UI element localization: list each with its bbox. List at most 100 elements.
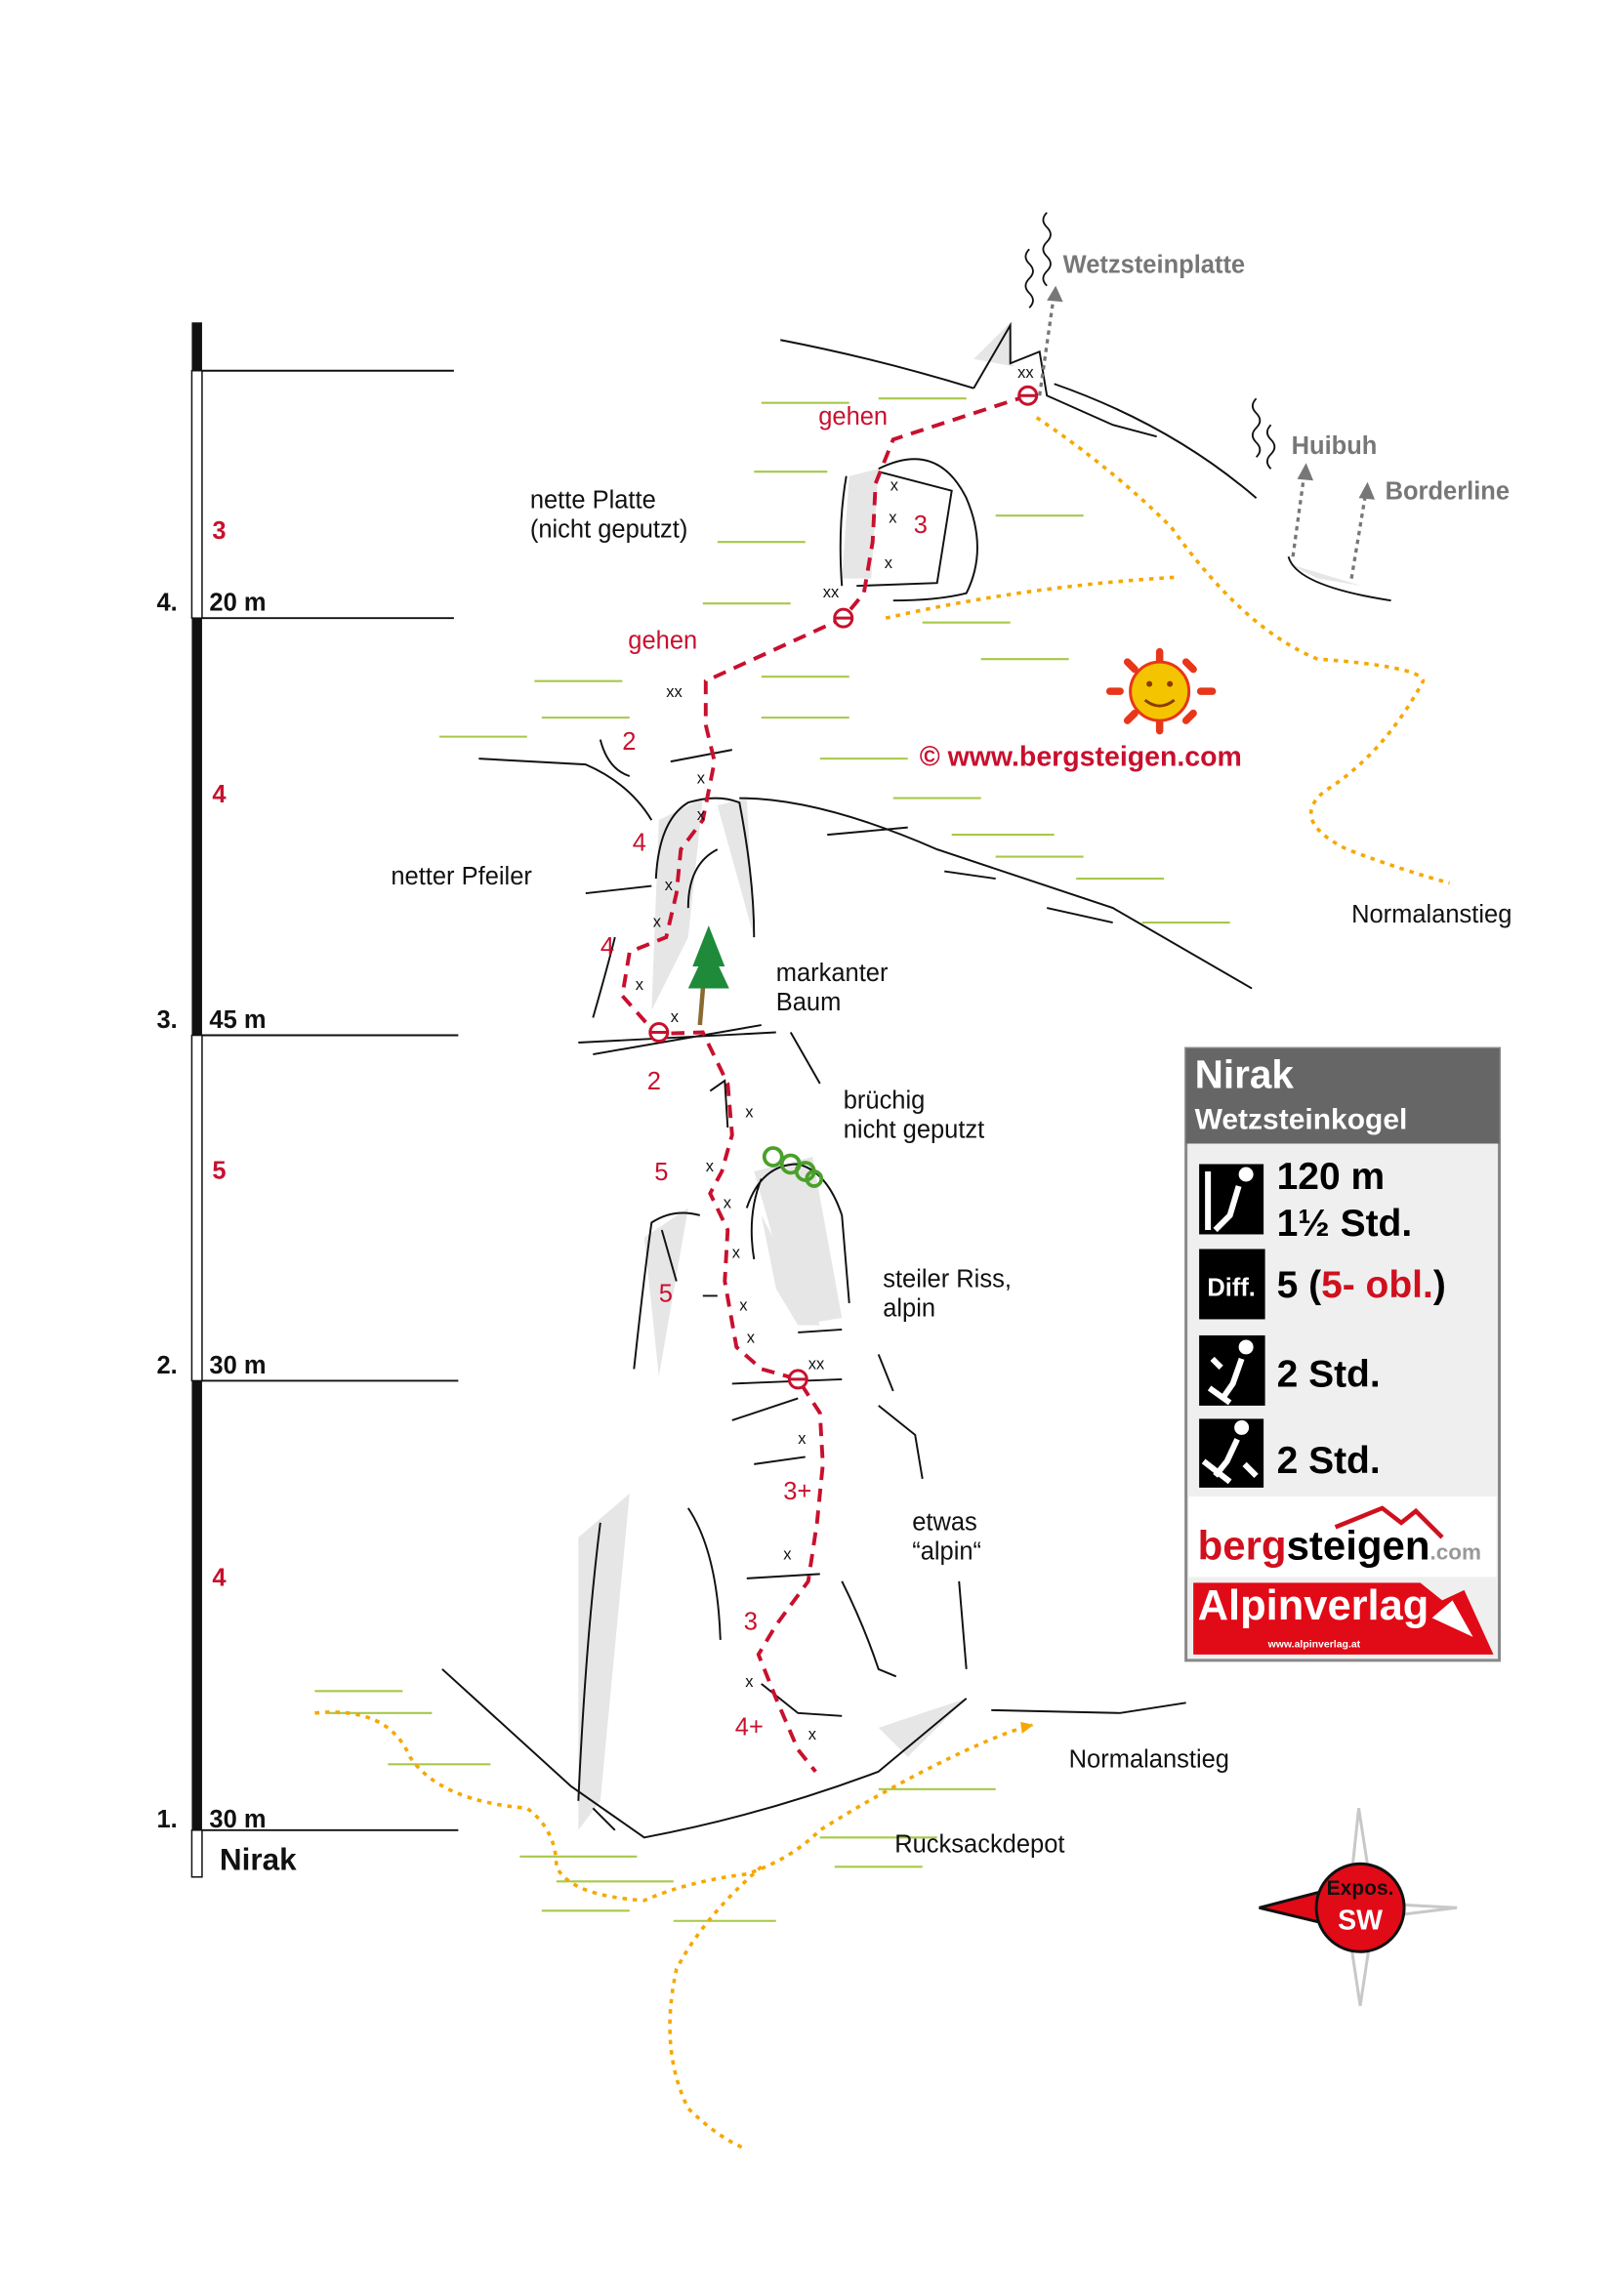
tree-icon (687, 925, 729, 1026)
approach-icon (1199, 1334, 1265, 1406)
info-descent: 2 Std. (1277, 1440, 1381, 1482)
svg-text:x: x (889, 510, 897, 527)
rock-formations (441, 321, 1391, 1839)
info-diff_main: 5 ( (1277, 1264, 1321, 1306)
svg-text:x: x (697, 770, 706, 788)
pitch-number-4: 4. (156, 590, 177, 617)
compass-direction: SW (1338, 1906, 1383, 1937)
svg-text:x: x (808, 1726, 817, 1743)
alpinverlag-logo (1193, 1582, 1494, 1655)
svg-text:x: x (745, 1673, 754, 1691)
pitch-number-1: 1. (156, 1806, 177, 1833)
pitch-length-1: 30 m (209, 1806, 266, 1833)
svg-text:x: x (671, 1008, 680, 1026)
grade-pitch-1: 4 (212, 1564, 227, 1591)
label-nette-platte: nette Platte (530, 487, 656, 514)
label-gehen-top: gehen (818, 403, 888, 430)
info-logo1_c: .com (1430, 1539, 1481, 1564)
info-diff_icon: Diff. (1207, 1274, 1256, 1301)
alpinverlag-url: www.alpinverlag.at (1267, 1639, 1361, 1650)
label-markanter: markanter (776, 960, 889, 987)
svg-text:x: x (783, 1545, 792, 1563)
label-nicht-geputzt-2: nicht geputzt (844, 1117, 985, 1144)
grade-pitch-3: 4 (212, 781, 227, 808)
grades-3: 4 (600, 933, 614, 961)
grade-pitch-4: 3 (212, 517, 226, 545)
info-logo1_b: steigen (1287, 1522, 1430, 1568)
exposure-compass: Expos. SW (1259, 1808, 1458, 2006)
bush-icon (762, 1146, 824, 1188)
svg-text:x: x (732, 1244, 741, 1261)
info-approach: 2 Std. (1277, 1353, 1381, 1395)
info-box: Nirak Wetzsteinkogel 120 m 1½ Std. Diff.… (1184, 1046, 1502, 1662)
label-rucksackdepot: Rucksackdepot (894, 1830, 1064, 1858)
compass-label: Expos. (1327, 1877, 1394, 1900)
pitch-number-2: 2. (156, 1352, 177, 1379)
label-gehen: gehen (628, 628, 697, 655)
svg-text:xx: xx (666, 683, 683, 701)
svg-text:x: x (724, 1194, 732, 1211)
alpinverlag-text: Alpinverlag (1198, 1582, 1429, 1629)
info-diff_close: ) (1433, 1264, 1446, 1306)
copyright-link[interactable]: © www.bergsteigen.com (920, 742, 1242, 773)
svg-text:xx: xx (823, 584, 840, 601)
info-logo1_a: berg (1198, 1522, 1287, 1568)
pitch-grades: 3 2 4 4 2 5 5 3+ 3 4+ (600, 512, 928, 1741)
info-length: 120 m (1277, 1156, 1386, 1198)
svg-text:x: x (885, 554, 893, 572)
label-alpin: alpin (883, 1294, 935, 1322)
neighbor-routes (1024, 212, 1376, 579)
route-name: Nirak (220, 1841, 297, 1876)
grades-1: 2 (622, 728, 636, 756)
label-netter-pfeiler: netter Pfeiler (391, 863, 532, 890)
svg-text:x: x (636, 976, 644, 994)
label-wetzsteinplatte: Wetzsteinplatte (1063, 251, 1245, 278)
sun-icon (1105, 647, 1217, 735)
label-etwas: etwas (912, 1508, 977, 1536)
label-baum: Baum (776, 989, 842, 1016)
grades-7: 3+ (783, 1478, 811, 1505)
difficulty-icon (1199, 1249, 1265, 1320)
grades-9: 4+ (735, 1713, 764, 1741)
svg-text:x: x (706, 1158, 715, 1175)
label-normalanstieg-top: Normalanstieg (1351, 901, 1511, 928)
height-scale (190, 322, 459, 1878)
svg-text:x: x (665, 877, 674, 894)
svg-text:x: x (653, 914, 662, 931)
svg-text:x: x (697, 806, 706, 824)
label-steiler-riss: steiler Riss, (883, 1265, 1012, 1292)
label-nicht-geputzt: (nicht geputzt) (530, 516, 687, 544)
info-diff_obl: 5- obl. (1321, 1264, 1433, 1306)
grade-pitch-2: 5 (212, 1157, 226, 1184)
grades-8: 3 (744, 1608, 758, 1635)
grades-5: 5 (654, 1159, 668, 1186)
svg-text:xx: xx (808, 1355, 825, 1373)
pitch-length-4: 20 m (209, 590, 266, 617)
svg-text:x: x (747, 1329, 756, 1346)
info-time: 1½ Std. (1277, 1203, 1413, 1245)
svg-text:x: x (745, 1104, 754, 1122)
svg-text:xx: xx (1017, 364, 1034, 382)
svg-text:x: x (798, 1430, 807, 1448)
grades-0: 3 (914, 512, 928, 539)
pitch-length-2: 30 m (209, 1352, 266, 1379)
pitch-length-3: 45 m (209, 1006, 266, 1034)
svg-text:x: x (739, 1296, 748, 1314)
label-etwas-alpin: “alpin“ (912, 1538, 981, 1565)
bergsteigen-logo: bergsteigen.com (1198, 1522, 1481, 1568)
grades-6: 5 (659, 1280, 673, 1307)
label-bruechig: brüchig (844, 1087, 926, 1115)
svg-text:x: x (890, 477, 899, 495)
approach-paths (314, 416, 1451, 2152)
info-subtitle: Wetzsteinkogel (1195, 1104, 1408, 1136)
grades-2: 4 (633, 830, 646, 857)
label-huibuh: Huibuh (1292, 432, 1378, 460)
grass-patches (314, 397, 1230, 1922)
grades-4: 2 (647, 1068, 661, 1095)
pitch-number-3: 3. (156, 1006, 177, 1034)
info-title: Nirak (1195, 1052, 1295, 1097)
label-normalanstieg-bottom: Normalanstieg (1069, 1745, 1229, 1773)
info-difficulty: 5 (5- obl.) (1277, 1264, 1446, 1306)
